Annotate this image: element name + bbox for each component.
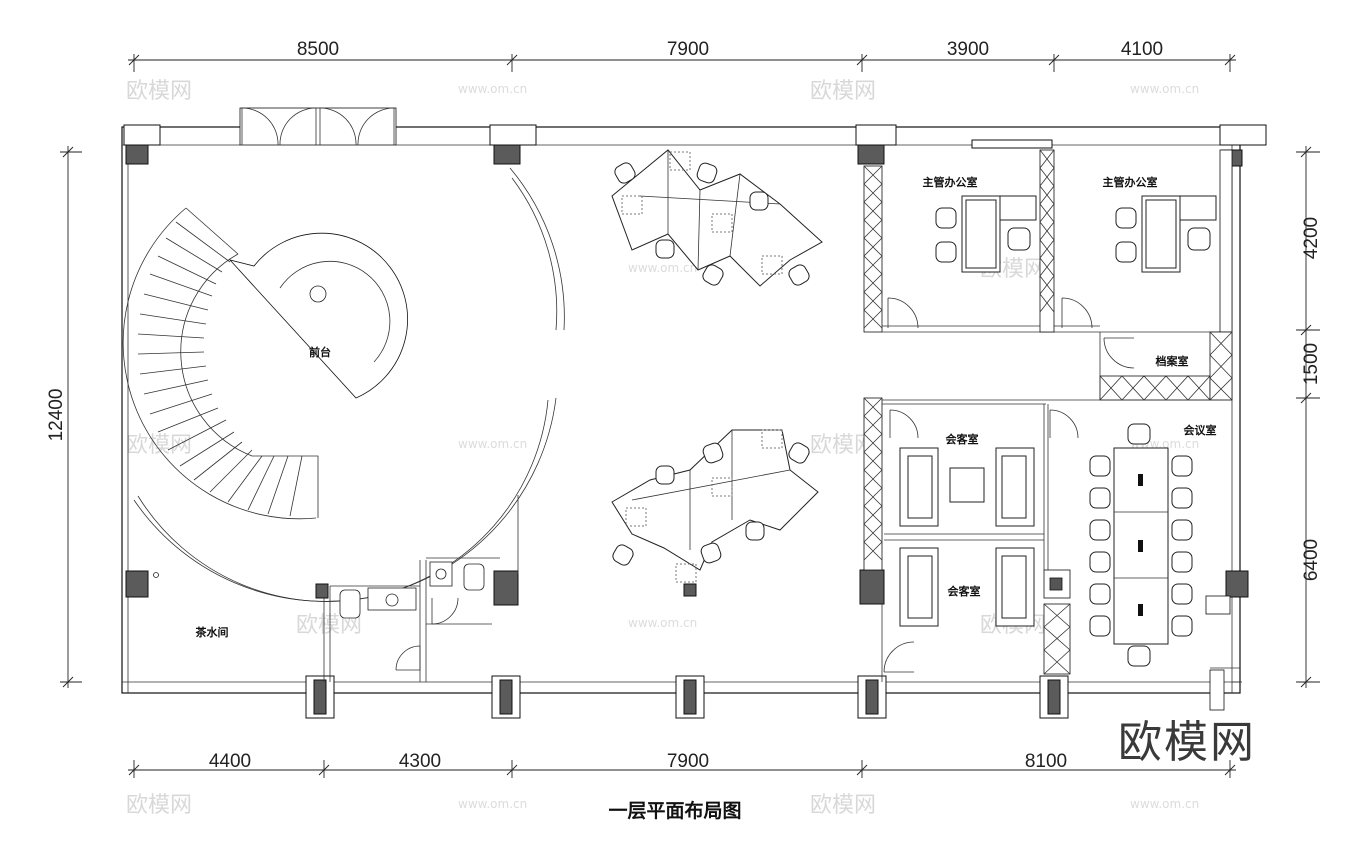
dimension-lines (60, 54, 1320, 778)
room-label-archive: 档案室 (1156, 354, 1189, 368)
dim-left: 12400 (46, 389, 67, 442)
right-wing-walls (863, 149, 1242, 711)
drawing-title: 一层平面布局图 (608, 800, 742, 822)
watermark-url: www.om.cn (458, 82, 527, 96)
dim-bottom-4: 8100 (1025, 751, 1067, 772)
dim-right-2: 1500 (1301, 343, 1322, 385)
dim-bottom-2: 4300 (399, 751, 441, 772)
brand-logo: 欧模网 (1118, 717, 1256, 768)
room-label-reception: 前台 (309, 345, 331, 359)
room-label-reception-room-1: 会客室 (946, 432, 979, 446)
watermark-url: www.om.cn (458, 797, 527, 811)
workstation-cluster-upper (611, 149, 823, 287)
room-label-manager-office-1: 主管办公室 (923, 175, 978, 189)
watermark-url: www.om.cn (1130, 82, 1199, 96)
watermark-brand: 欧模网 (126, 79, 192, 104)
watermark-url: www.om.cn (628, 616, 697, 630)
entrance-doors (239, 107, 397, 146)
dim-top-1: 8500 (297, 39, 339, 60)
dim-bottom-1: 4400 (209, 751, 251, 772)
watermark-brand: 欧模网 (126, 793, 192, 818)
tea-room (153, 495, 519, 682)
workstation-cluster-lower (611, 429, 819, 597)
dim-top-4: 4100 (1121, 39, 1163, 60)
structural-columns (123, 124, 1267, 719)
room-label-tea-room: 茶水间 (195, 625, 229, 639)
dim-top-2: 7900 (667, 39, 709, 60)
watermark-url: www.om.cn (1130, 797, 1199, 811)
watermark-brand: 欧模网 (810, 793, 876, 818)
manager-office-furniture (935, 195, 1217, 273)
watermark-brand: 欧模网 (810, 79, 876, 104)
room-label-manager-office-2: 主管办公室 (1103, 175, 1158, 189)
reception-room-furniture (899, 447, 1035, 627)
watermark-url: www.om.cn (458, 437, 527, 451)
watermark-url: www.om.cn (628, 261, 697, 275)
reception-desk (228, 232, 408, 399)
room-label-reception-room-2: 会客室 (948, 584, 981, 598)
dim-right-3: 6400 (1301, 539, 1322, 581)
dim-bottom-3: 7900 (667, 751, 709, 772)
meeting-room-furniture (1089, 423, 1193, 667)
dim-right-1: 4200 (1301, 217, 1322, 259)
dim-top-3: 3900 (947, 39, 989, 60)
room-label-meeting-room: 会议室 (1184, 423, 1217, 437)
watermark-brand: 欧模网 (126, 433, 192, 458)
